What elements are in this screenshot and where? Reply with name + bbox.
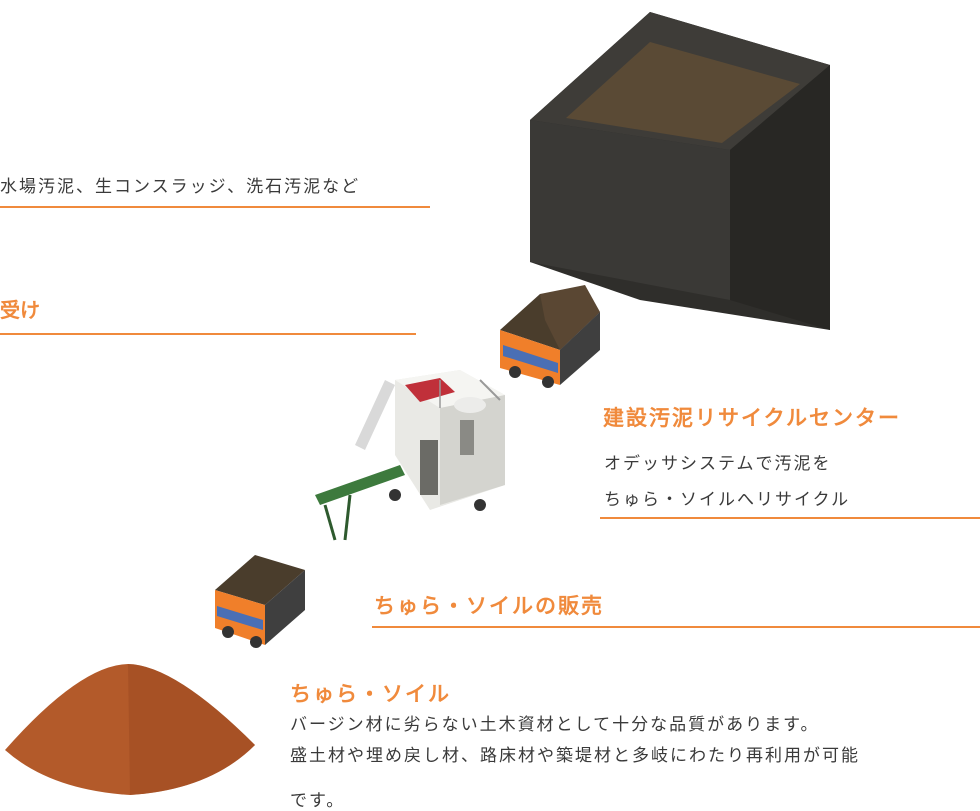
acceptance-underline [0, 333, 416, 335]
soil-pile [5, 664, 255, 795]
churasoil-line1: バージン材に劣らない土木資材として十分な品質があります。 [290, 715, 820, 735]
recycle-center-line2: ちゅら・ソイルへリサイクル [604, 490, 851, 510]
churasoil-line3: です。 [290, 791, 346, 811]
dump-truck-lower [215, 555, 305, 648]
sludge-types-text: 水場汚泥、生コンスラッジ、洗石汚泥など [0, 177, 361, 197]
churasoil-title: ちゅら・ソイル [290, 682, 451, 706]
storage-bin [530, 12, 830, 330]
acceptance-heading: 受け [0, 298, 40, 322]
processing-plant [315, 370, 505, 541]
recycle-center-underline [600, 517, 980, 519]
sludge-types-underline [0, 206, 430, 208]
recycle-center-line1: オデッサシステムで汚泥を [604, 454, 832, 474]
recycle-center-title: 建設汚泥リサイクルセンター [603, 406, 901, 430]
dump-truck-upper [500, 285, 600, 388]
churasoil-line2: 盛土材や埋め戻し材、路床材や築堤材と多岐にわたり再利用が可能 [290, 746, 860, 766]
sales-heading: ちゅら・ソイルの販売 [374, 594, 604, 618]
sales-underline [372, 626, 980, 628]
